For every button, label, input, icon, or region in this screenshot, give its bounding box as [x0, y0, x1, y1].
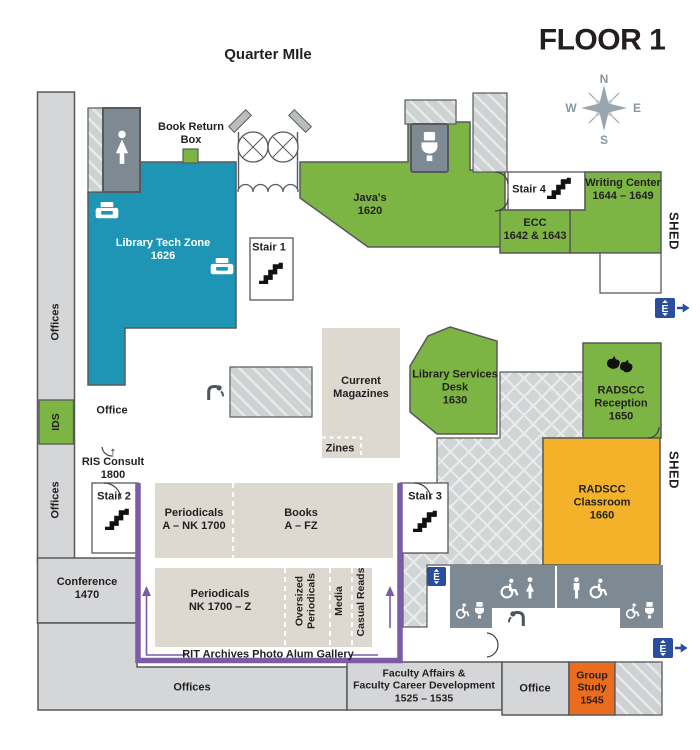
- current-magazines-label: Current Magazines: [333, 375, 389, 400]
- door-arcs: [101, 171, 660, 658]
- stair-1-label: Stair 1: [252, 241, 286, 254]
- revolving-door-entrance: [227, 108, 313, 193]
- ids-label: IDS: [49, 413, 62, 431]
- accessible-toilet-icons: [624, 602, 656, 619]
- hatched-strip-ne: [472, 92, 508, 173]
- ecc-label: ECC 1642 & 1643: [503, 217, 567, 242]
- floor-title: FLOOR 1: [538, 23, 666, 57]
- unlabeled-room: [599, 252, 662, 294]
- offices-lower-label: Offices: [49, 481, 62, 519]
- sign-language-hands-icon: [605, 355, 636, 374]
- faculty-affairs-room: [346, 661, 503, 711]
- stacks-row-2: [155, 568, 372, 647]
- compass-north: N: [599, 71, 609, 86]
- faculty-affairs-label: Faculty Affairs & Faculty Career Develop…: [353, 667, 495, 705]
- zines-divider: [322, 436, 362, 458]
- conference-label: Conference 1470: [56, 576, 118, 601]
- group-study-room: [568, 661, 616, 716]
- wheelchair-icon: [454, 603, 470, 619]
- office-small-label: Office: [96, 404, 128, 417]
- writing-center-label: Writing Center 1644 – 1649: [585, 177, 661, 202]
- stairs-icon: [103, 508, 129, 530]
- hatched-area-mid: [229, 366, 313, 418]
- compass-south: S: [599, 132, 609, 147]
- stacks-row-1: [155, 483, 393, 558]
- radscc-classroom-room: [542, 437, 661, 566]
- man-icon: [571, 577, 582, 599]
- ris-consult-label: RIS Consult 1800: [81, 456, 145, 481]
- gallery-wall: [135, 483, 403, 664]
- zines-label: Zines: [325, 442, 355, 455]
- toilet-icon: [473, 602, 486, 619]
- printer-icon: [95, 202, 119, 221]
- men-accessible-restroom-icons: [571, 577, 608, 599]
- water-fountain-icon: [206, 382, 224, 400]
- compass-east: E: [632, 100, 642, 115]
- javas-label: Java's 1620: [353, 192, 387, 217]
- elevator-arrow-icon: [677, 303, 690, 313]
- casual-reads-label: Casual Reads: [354, 567, 367, 637]
- hatched-area-above-toilet: [404, 99, 457, 125]
- compass-west: W: [565, 100, 577, 115]
- stairs-icon: [257, 262, 283, 284]
- library-services-desk-label: Library Services Desk 1630: [412, 368, 498, 407]
- women-accessible-restroom-icons: [498, 577, 536, 599]
- book-return-label: Book Return Box: [158, 121, 224, 146]
- group-study-label: Group Study 1545: [576, 669, 608, 707]
- periodicals-nk-label: Periodicals NK 1700 – Z: [188, 588, 252, 613]
- radscc-reception-room: [582, 342, 662, 439]
- offices-bottom-label: Offices: [173, 681, 211, 694]
- gallery-arrow-right: [385, 586, 395, 596]
- water-fountain-icon: [508, 608, 526, 626]
- book-return-box: [182, 148, 199, 164]
- elevator-icon: [427, 567, 446, 586]
- ecc-room: [499, 209, 571, 254]
- wheelchair-icon: [624, 603, 640, 619]
- shed-label-bottom: SHED: [666, 450, 682, 490]
- conference-room: [36, 557, 139, 624]
- gallery-label: RIT Archives Photo Alum Gallery: [182, 648, 354, 661]
- gallery-arrow-left: [142, 586, 151, 596]
- stair-3-label: Stair 3: [408, 490, 442, 503]
- woman-icon: [113, 130, 131, 165]
- ris-consult-arrow: ↑: [109, 443, 117, 460]
- periodicals-a-label: Periodicals A – NK 1700: [162, 507, 226, 532]
- stairs-icon: [411, 510, 437, 532]
- wheelchair-icon: [587, 578, 608, 599]
- woman-icon: [524, 577, 536, 599]
- radscc-reception-label: RADSCC Reception 1650: [594, 384, 648, 423]
- wheelchair-icon: [498, 578, 519, 599]
- printer-icon: [210, 258, 234, 277]
- stair-4-label: Stair 4: [512, 183, 546, 196]
- stair-4-room: [507, 171, 586, 211]
- library-services-desk-room: [409, 326, 498, 435]
- stair-2-label: Stair 2: [97, 490, 131, 503]
- area-title: Quarter MIle: [224, 46, 312, 64]
- ids-room: [38, 399, 75, 445]
- current-magazines-room: [322, 328, 400, 458]
- gallery-bracket-left: [145, 594, 186, 656]
- library-tech-zone-label: Library Tech Zone 1626: [115, 237, 211, 262]
- hatched-strip-nw: [87, 107, 104, 193]
- offices-upper-label: Offices: [49, 303, 62, 341]
- media-label: Media: [332, 586, 345, 616]
- stacks-dividers: [284, 568, 353, 647]
- toilet-icon: [419, 132, 440, 162]
- stairs-icon: [545, 177, 571, 199]
- toilet-icon: [643, 602, 656, 619]
- accessible-toilet-icons: [454, 602, 486, 619]
- oversized-periodicals-label: Oversized Periodicals: [293, 572, 318, 630]
- elevator-arrow-icon: [675, 643, 688, 653]
- stair-1-room: [249, 237, 294, 301]
- shed-label-top: SHED: [666, 211, 682, 251]
- office-bottom-label: Office: [519, 682, 551, 695]
- elevator-icon: [653, 638, 688, 658]
- elevator-icon: [655, 298, 690, 318]
- radscc-classroom-label: RADSCC Classroom 1660: [573, 483, 631, 522]
- offices-left-strip: [36, 91, 76, 564]
- hatched-area-bottom-right: [614, 661, 663, 716]
- compass-rose-icon: [581, 85, 627, 131]
- books-label: Books A – FZ: [284, 507, 318, 532]
